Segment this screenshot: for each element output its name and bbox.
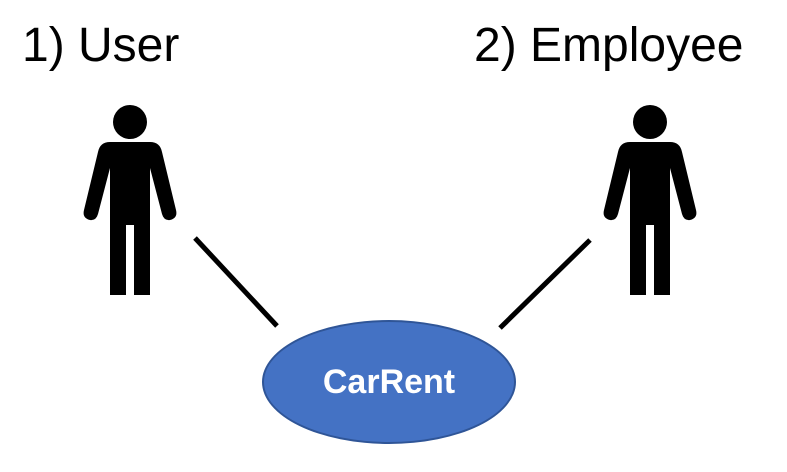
actor-label-employee: 2) Employee [474,19,744,72]
actor-label-user: 1) User [22,19,180,72]
person-icon [83,105,177,295]
association-line-employee [498,238,592,330]
usecase-label: CarRent [322,362,456,401]
association-line-user [193,236,279,328]
person-icon [603,105,697,295]
usecase-carrent: CarRent [262,320,516,444]
